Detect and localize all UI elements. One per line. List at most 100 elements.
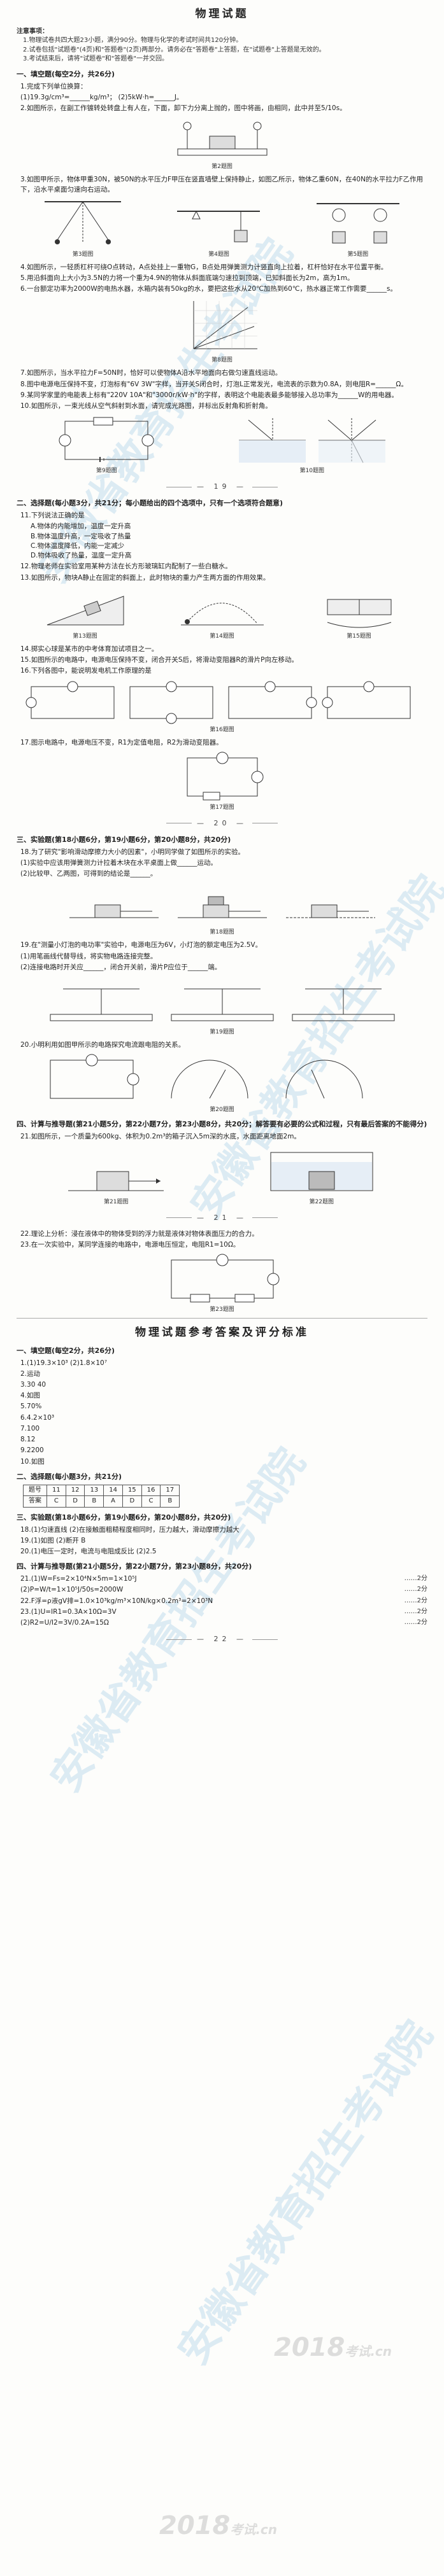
figure-row: 第18题图 — [17, 883, 427, 937]
score-mark: ……2分 — [404, 1619, 427, 1627]
question: (2)比较甲、乙两图，可得到的结论是______。 — [20, 870, 157, 878]
figure-caption: 第3题图 — [72, 251, 94, 258]
answer-item: 5.70% — [20, 1403, 42, 1411]
figure-10: 第10题图 — [236, 415, 389, 475]
figure-5: 第5题图 — [310, 199, 406, 259]
question: 18.为了研究"影响滑动摩擦力大小的因素"，小明同学做了如图所示的实验。 — [20, 848, 245, 856]
figure-row: 第16题图 — [17, 680, 427, 734]
option: A.物体的内能增加，温度一定升高 — [31, 522, 131, 531]
figure-caption: 第2题图 — [211, 164, 233, 171]
score-mark: ……2分 — [404, 1586, 427, 1593]
figure-9: 第9题图 — [55, 415, 157, 475]
question: (1)19.3g/cm³=______kg/m³； (2)5kW·h=_____… — [20, 93, 183, 101]
answer-item: 8.12 — [20, 1436, 36, 1444]
table-cell: 11 — [47, 1484, 66, 1497]
incline-icon — [47, 596, 124, 626]
table-cell: 答案 — [23, 1495, 47, 1508]
figure-row: 第13题图 第14题图 第15题图 — [17, 587, 427, 641]
figure-caption: 第14题图 — [210, 633, 234, 640]
section-heading: 四、计算与推导题(第21小题5分，第22小题7分，第23小题8分，共20分) — [17, 1562, 252, 1571]
question: 17.图示电路中，电源电压不变，R1为定值电阻，R2为滑动变阻器。 — [20, 738, 223, 746]
question: 7.如图所示，当水平拉力F=50N时，恰好可以使物体A沿水平地面向右做匀速直线运… — [20, 369, 282, 377]
refraction-icon — [238, 418, 385, 463]
table-cell: C — [47, 1495, 66, 1508]
figure-caption: 第18题图 — [210, 929, 234, 936]
figure-18: 第18题图 — [63, 883, 382, 937]
table-cell: 15 — [122, 1484, 142, 1497]
figure-caption: 第13题图 — [73, 633, 97, 640]
friction-experiment-icon — [69, 896, 375, 918]
section-heading: 四、计算与推导题(第21小题5分，第22小题7分，第23小题8分，共20分；解答… — [17, 1120, 427, 1129]
question: 21.如图所示，一个质量为600kg、体积为0.2m³的箱子沉入5m深的水底，水… — [20, 1133, 301, 1141]
section-heading: 二、选择题(每小题3分，共21分) — [17, 1472, 122, 1481]
figure-caption: 第15题图 — [347, 633, 371, 640]
table-row: 题号 11 12 13 14 15 16 17 — [23, 1484, 180, 1497]
answer-item: 19.(1)如图 (2)断开 B — [20, 1536, 86, 1544]
figure-caption: 第4题图 — [208, 251, 229, 258]
figure-20: 第20题图 — [44, 1054, 401, 1114]
section-heading: 三、实验题(第18小题6分，第19小题6分，第20小题8分，共20分) — [17, 1513, 231, 1522]
figure-caption: 第10题图 — [299, 468, 324, 475]
question: 12.物理老师在实验室用某种方法在长方形玻璃缸内配制了一些白糖水。 — [20, 563, 232, 571]
figure-3: 第3题图 — [38, 199, 127, 259]
table-cell: A — [103, 1495, 123, 1508]
water-tank-icon — [270, 1152, 373, 1191]
answer-table: 题号 11 12 13 14 15 16 17 答案 C D B A D C B — [23, 1484, 180, 1508]
brand-number: 2018 — [274, 2333, 345, 2362]
question: 16.下列各图中，能说明发电机工作原理的是 — [20, 667, 152, 675]
figure-caption: 第20题图 — [210, 1107, 234, 1114]
figure-22: 第22题图 — [264, 1146, 379, 1207]
answer-item: (2)P=W/t=1×10⁵J/50s=2000W……2分 — [20, 1585, 427, 1595]
figure-row: 第3题图 第4题图 第5题图 — [17, 199, 427, 259]
section-heading: 三、实验题(第18小题6分，第19小题6分，第20小题8分，共20分) — [17, 835, 231, 844]
table-cell: B — [84, 1495, 104, 1508]
figure-19: 第19题图 — [44, 976, 401, 1037]
pendulum-icon — [45, 200, 122, 244]
figure-23: 第23题图 — [159, 1254, 286, 1314]
figure-caption: 第21题图 — [104, 1198, 129, 1205]
section-heading: 一、填空题(每空2分，共26分) — [17, 69, 115, 78]
question: 3.如图甲所示，物体甲重30N，被50N的水平压力F甲压在竖直墙壁上保持静止，如… — [20, 176, 423, 193]
option: B.物体温度升高，一定吸收了热量 — [31, 532, 131, 540]
table-cell: 16 — [141, 1484, 161, 1497]
answer-item: (2)R2=U/I2=3V/0.2A=15Ω……2分 — [20, 1618, 427, 1628]
brand-suffix: 考试.cn — [230, 2522, 278, 2537]
figure-caption: 第17题图 — [210, 804, 234, 811]
brand-number: 2018 — [159, 2511, 231, 2540]
notice-block: 注意事项： 1.物理试卷共四大题23小题，满分90分。物理与化学的考试时间共12… — [17, 27, 427, 64]
divider — [17, 1317, 427, 1319]
figure-row: 第21题图 第22题图 — [17, 1146, 427, 1207]
balance-figure-icon — [177, 122, 267, 156]
question: 15.如图所示的电路中，电源电压保持不变，闭合开关S后，将滑动变阻器R的滑片P向… — [20, 656, 298, 664]
question: (1)用笔画线代替导线，将实物电路连接完整。 — [20, 952, 157, 960]
figure-13: 第13题图 — [41, 587, 130, 641]
figure-caption: 第16题图 — [210, 726, 234, 733]
projectile-icon — [180, 603, 264, 626]
answer-item: 9.2200 — [20, 1446, 44, 1455]
answer-item: 7.100 — [20, 1424, 40, 1432]
score-mark: ……2分 — [404, 1575, 427, 1583]
figure-row: 第19题图 — [17, 976, 427, 1037]
answer-item: 10.如图 — [20, 1457, 45, 1466]
option: C.物体温度降低，内能一定减少 — [31, 542, 125, 550]
figure-caption: 第9题图 — [96, 468, 117, 475]
figure-row: 第8题图 — [17, 298, 427, 365]
question: 10.如图所示，一束光线从空气斜射到水面，请完成光路图，并标出反射角和折射角。 — [20, 402, 272, 410]
notice-item: 2.试卷包括"试题卷"(4页)和"答题卷"(2页)两部分。请务必在"答题卷"上答… — [23, 46, 326, 53]
brand-watermark: 2018考试.cn — [159, 2507, 277, 2544]
figure-row: 第20题图 — [17, 1054, 427, 1114]
meters-icon — [50, 1054, 362, 1099]
section-heading: 一、填空题(每空2分，共26分) — [17, 1346, 115, 1355]
figure-row: 第2题图 — [17, 117, 427, 171]
question: 23.在一次实验中，某同学连接的电路中，电源电压恒定，电阻R1=10Ω。 — [20, 1240, 240, 1249]
question: 11.下列说法正确的是 — [20, 512, 85, 520]
notice-item: 3.考试结束后，请将"试题卷"和"答题卷"一并交回。 — [23, 55, 168, 63]
figure-15: 第15题图 — [315, 587, 404, 641]
table-cell: B — [160, 1495, 180, 1508]
figure-14: 第14题图 — [178, 587, 267, 641]
figure-caption: 第22题图 — [309, 1198, 334, 1205]
table-cell: 17 — [160, 1484, 180, 1497]
figure-17: 第17题图 — [178, 752, 267, 812]
figure-8: 第8题图 — [184, 298, 261, 365]
table-cell: D — [65, 1495, 85, 1508]
